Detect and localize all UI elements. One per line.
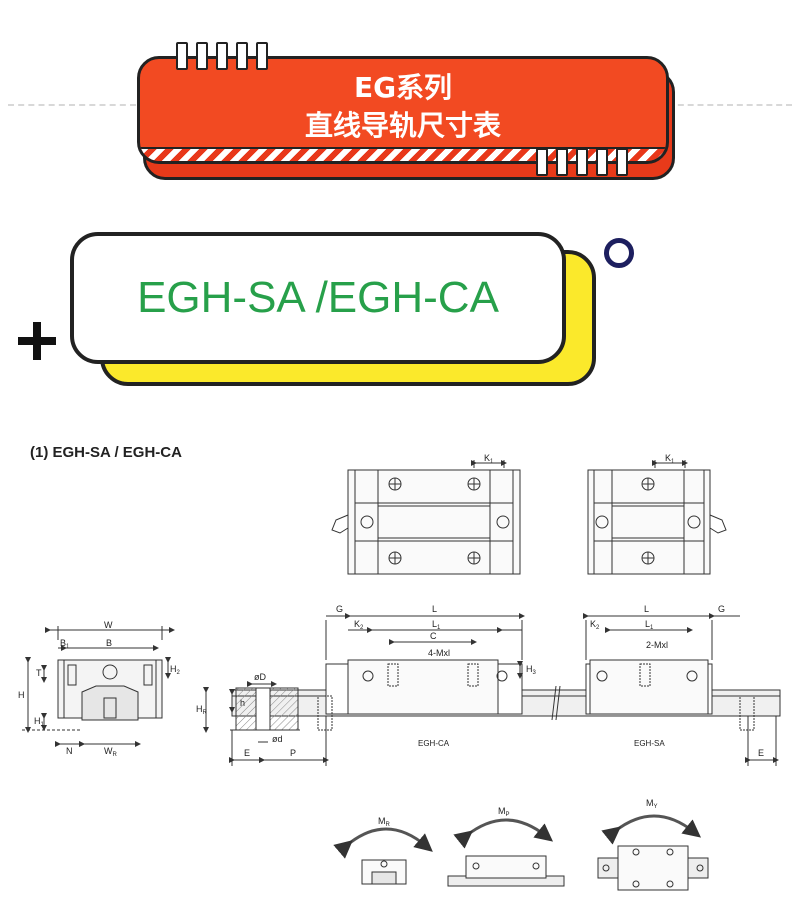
- moment-my: [597, 814, 709, 891]
- moment-mr: [333, 827, 433, 885]
- label-p: P: [290, 748, 296, 758]
- end-view: [22, 626, 175, 747]
- label-4mxl: 4-Mxl: [428, 648, 450, 658]
- label-g-a: G: [336, 604, 343, 614]
- label-l-a: L: [432, 604, 437, 614]
- label-wr: WR: [104, 746, 118, 758]
- label-hr: HR: [196, 704, 208, 716]
- label-b: B: [106, 638, 112, 648]
- label-h1: H1: [34, 716, 45, 728]
- header-banner: EG系列 直线导轨尺寸表: [137, 56, 669, 164]
- divider-left: [8, 104, 136, 106]
- label-w: W: [104, 620, 113, 630]
- label-g-b: G: [718, 604, 725, 614]
- label-l1-a: L1: [432, 619, 441, 631]
- label-egh-ca: EGH-CA: [418, 739, 450, 748]
- label-l-b: L: [644, 604, 649, 614]
- top-view-sa: [587, 460, 727, 575]
- label-k2-b: K2: [590, 619, 600, 631]
- label-b1: B1: [60, 638, 70, 650]
- label-phid-big: øD: [254, 672, 266, 682]
- ring-icon: [604, 238, 634, 268]
- label-phid-small: ød: [272, 734, 283, 744]
- label-mp: MP: [498, 806, 510, 818]
- label-h2: H2: [170, 664, 181, 676]
- plus-icon: [18, 322, 56, 360]
- header-stripes: [140, 147, 666, 161]
- label-h-small: h: [240, 698, 245, 708]
- header-title-line2: 直线导轨尺寸表: [304, 109, 501, 142]
- label-2mxl: 2-Mxl: [646, 640, 668, 650]
- label-n: N: [66, 746, 73, 756]
- label-k1-a: K1: [484, 453, 494, 465]
- label-l1-b: L1: [645, 619, 654, 631]
- label-k1-b: K1: [665, 453, 675, 465]
- top-view-ca: [331, 460, 521, 575]
- side-view: [203, 613, 781, 766]
- divider-right: [668, 104, 792, 106]
- label-mr: MR: [378, 816, 391, 828]
- model-badge-title: EGH-SA /EGH-CA: [137, 273, 499, 322]
- model-badge: EGH-SA /EGH-CA: [70, 232, 566, 364]
- header-title-line1: EG系列: [353, 71, 453, 104]
- label-k2-a: K2: [354, 619, 364, 631]
- label-h: H: [18, 690, 25, 700]
- label-e-b: E: [758, 748, 764, 758]
- moment-mp: [447, 818, 565, 887]
- label-e-a: E: [244, 748, 250, 758]
- label-t: T: [36, 668, 42, 678]
- label-c: C: [430, 631, 437, 641]
- label-my: MY: [646, 798, 658, 810]
- label-egh-sa: EGH-SA: [634, 739, 665, 748]
- label-h3: H3: [526, 664, 537, 676]
- section-title: (1) EGH-SA / EGH-CA: [30, 444, 182, 461]
